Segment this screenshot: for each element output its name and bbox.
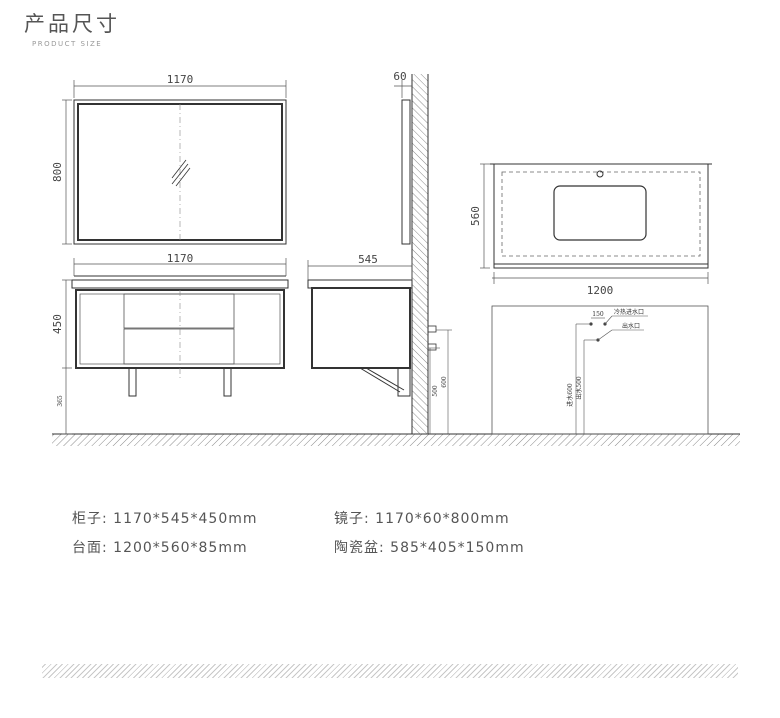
cabinet-width-label: 1170 [167,252,194,265]
pipe-spacing-label: 150 [592,311,604,318]
spec-countertop: 台面: 1200*560*85mm [72,540,248,556]
top-width-label: 1200 [587,284,614,297]
mirror-width-dimension: 1170 [73,73,287,98]
floor-hatch [52,433,740,446]
page-subtitle: PRODUCT SIZE [32,40,103,48]
outlet-height-value: 500 [432,385,439,397]
cabinet-side-view: 545 [307,253,413,397]
outlet-label: 出水口 [622,322,640,330]
spec-basin: 陶瓷盆: 585*405*150mm [334,540,525,556]
outlet-height-label: 出水500 [575,376,583,400]
cabinet-height-dimension: 450 [51,279,72,369]
inlet-label: 冷热进水口 [614,308,644,316]
wall-section [411,74,429,434]
inlet-height-label: 进水600 [566,383,574,407]
spec-mirror: 镜子: 1170*60*800mm [334,511,510,527]
countertop-top-view: 1200 560 [469,163,712,297]
cabinet-depth-label: 545 [358,253,378,266]
leg-height-label: 365 [57,395,64,407]
spec-cabinet: 柜子: 1170*545*450mm [72,511,258,527]
inlet-height-value: 600 [441,376,448,388]
cabinet-height-label: 450 [51,314,64,334]
cabinet-front-view [71,275,289,397]
mirror-height-label: 800 [51,162,64,182]
top-depth-label: 560 [469,206,482,226]
mirror-depth-label: 60 [393,70,406,83]
mirror-side-view: 60 [393,70,412,245]
bottom-divider [42,664,738,678]
mirror-height-dimension: 800 [51,99,72,245]
mirror-front-view [73,99,287,245]
cabinet-width-dimension: 1170 [73,252,287,276]
leg-height-dimension: 365 [57,368,72,435]
plumbing-elevation: 150 冷热进水口 出水口 进水600 出水500 [491,305,709,435]
pipe-height-dimensions: 500 600 [427,325,452,434]
page-title: 产品尺寸 [24,12,120,36]
mirror-width-label: 1170 [167,73,194,86]
